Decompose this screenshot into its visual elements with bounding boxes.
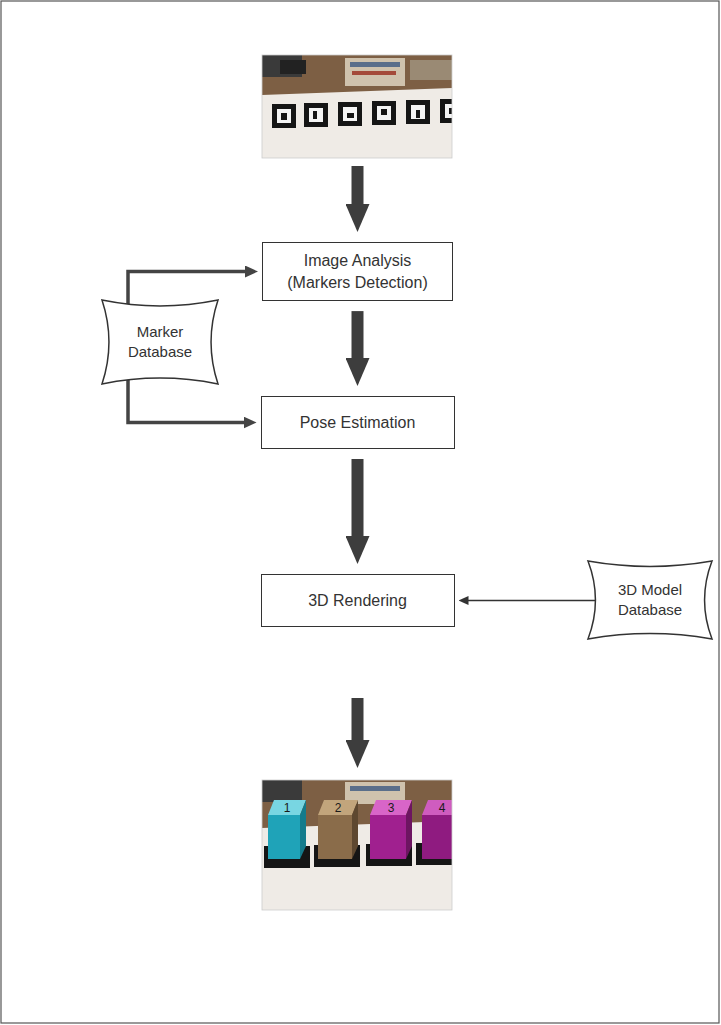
flow-arrow <box>352 459 364 544</box>
callout-number: 4 <box>439 802 446 814</box>
process-box: Image Analysis (Markers Detection) <box>262 242 453 301</box>
node-text: Image Analysis (Markers Detection) <box>278 250 438 293</box>
database-outline <box>102 300 218 384</box>
flow-arrow <box>128 272 247 308</box>
node-text: Pose Estimation <box>300 412 416 434</box>
output-photo <box>262 780 452 910</box>
callout-number: 2 <box>335 802 342 814</box>
flow-arrow <box>352 698 364 748</box>
flow-arrow <box>467 600 599 602</box>
database-outline <box>588 561 712 639</box>
photo-frame <box>262 780 452 910</box>
database-shape: Marker Database <box>102 300 218 384</box>
flow-arrow <box>352 166 364 212</box>
node-text: 3D Model Database <box>608 580 692 621</box>
node-text: 3D Rendering <box>308 590 407 612</box>
node-text: Marker Database <box>120 322 200 363</box>
callout-number: 1 <box>284 802 291 814</box>
process-box: 3D Rendering <box>261 574 455 627</box>
input-photo <box>262 55 452 158</box>
database-outline <box>588 561 712 639</box>
text-wrap: 3D Rendering <box>273 590 443 612</box>
text-wrap: Marker Database <box>120 322 200 363</box>
flow-arrow <box>128 377 246 423</box>
database-outline <box>102 300 218 384</box>
text-wrap: Image Analysis (Markers Detection) <box>278 250 438 293</box>
database-shape: 3D Model Database <box>588 561 712 639</box>
process-box: Pose Estimation <box>261 396 455 449</box>
photo-frame <box>262 55 452 158</box>
text-wrap: Pose Estimation <box>273 412 443 434</box>
flow-arrow <box>352 311 364 366</box>
text-wrap: 3D Model Database <box>608 580 692 621</box>
callout-number: 3 <box>388 802 395 814</box>
